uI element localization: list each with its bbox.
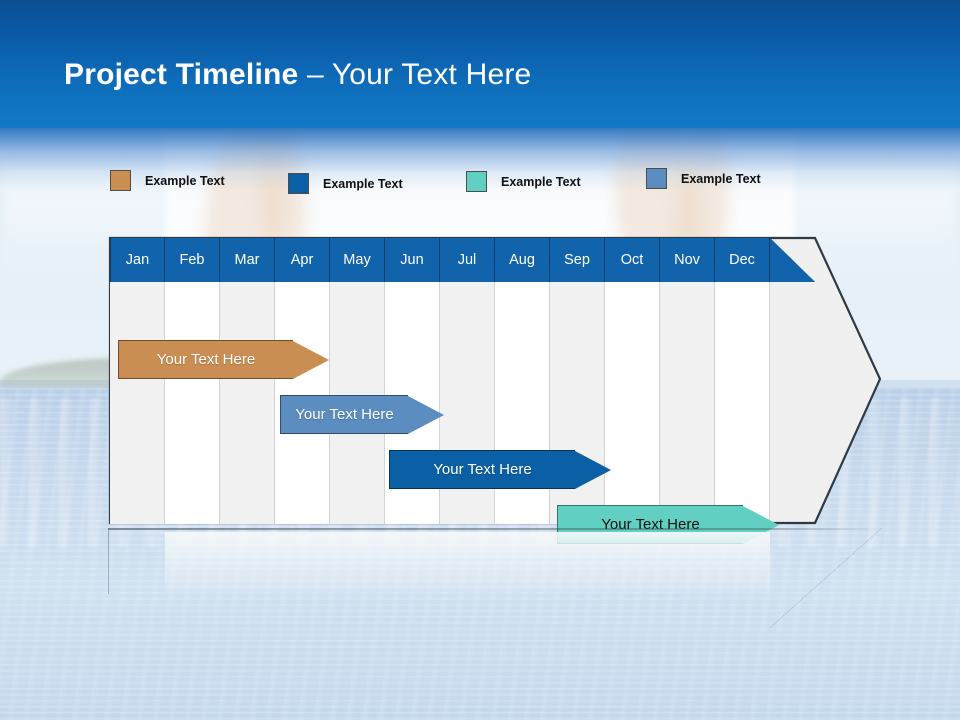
page-title: Project Timeline – Your Text Here xyxy=(64,58,531,92)
month-header-sep[interactable]: Sep xyxy=(550,238,605,282)
month-header-apr[interactable]: Apr xyxy=(275,238,330,282)
task-bar-body-1: Your Text Here xyxy=(118,340,293,379)
task-bar-tip-2 xyxy=(408,395,444,434)
legend-item-2[interactable]: Example Text xyxy=(288,173,403,194)
task-bar-body-3: Your Text Here xyxy=(389,450,575,489)
task-bar-4[interactable]: Your Text Here xyxy=(557,505,779,544)
task-bar-body-4: Your Text Here xyxy=(557,505,743,544)
title-banner xyxy=(0,0,960,128)
month-header-jan[interactable]: Jan xyxy=(110,238,165,282)
legend-label-1: Example Text xyxy=(145,173,225,188)
month-header-tail xyxy=(770,238,815,282)
month-header-jul[interactable]: Jul xyxy=(440,238,495,282)
month-header-oct[interactable]: Oct xyxy=(605,238,660,282)
month-header-dec[interactable]: Dec xyxy=(715,238,770,282)
legend-swatch-icon-1 xyxy=(110,170,131,191)
legend-swatch-icon-3 xyxy=(466,171,487,192)
timeline-column-oct xyxy=(605,282,660,524)
legend: Example Text Example Text Example Text Exam… xyxy=(0,160,960,206)
month-header-nov[interactable]: Nov xyxy=(660,238,715,282)
title-separator: – xyxy=(298,58,332,91)
legend-label-3: Example Text xyxy=(501,174,581,189)
task-bar-tip-4 xyxy=(743,505,779,544)
month-header-mar[interactable]: Mar xyxy=(220,238,275,282)
title-light-part: Your Text Here xyxy=(331,58,532,91)
legend-swatch-icon-4 xyxy=(646,168,667,189)
legend-swatch-icon-2 xyxy=(288,173,309,194)
month-header-may[interactable]: May xyxy=(330,238,385,282)
task-bar-tip-1 xyxy=(293,340,329,379)
task-bar-1[interactable]: Your Text Here xyxy=(118,340,329,379)
task-bar-label-3: Your Text Here xyxy=(433,461,532,478)
legend-label-2: Example Text xyxy=(323,176,403,191)
task-bar-tip-3 xyxy=(575,450,611,489)
task-bar-3[interactable]: Your Text Here xyxy=(389,450,611,489)
task-bar-label-2: Your Text Here xyxy=(295,406,394,423)
task-bar-2[interactable]: Your Text Here xyxy=(280,395,444,434)
timeline-column-mar xyxy=(220,282,275,524)
timeline-column-nov xyxy=(660,282,715,524)
legend-item-4[interactable]: Example Text xyxy=(646,168,761,189)
month-header-aug[interactable]: Aug xyxy=(495,238,550,282)
task-bar-label-1: Your Text Here xyxy=(156,351,256,368)
month-header-feb[interactable]: Feb xyxy=(165,238,220,282)
timeline-column-jan xyxy=(110,282,165,524)
timeline-column-dec xyxy=(715,282,770,524)
legend-item-1[interactable]: Example Text xyxy=(110,170,225,191)
title-bold-part: Project Timeline xyxy=(64,58,299,91)
timeline-column-feb xyxy=(165,282,220,524)
month-header-jun[interactable]: Jun xyxy=(385,238,440,282)
legend-item-3[interactable]: Example Text xyxy=(466,171,581,192)
task-bar-label-4: Your Text Here xyxy=(601,516,700,533)
legend-label-4: Example Text xyxy=(681,171,761,186)
task-bar-body-2: Your Text Here xyxy=(280,395,408,434)
